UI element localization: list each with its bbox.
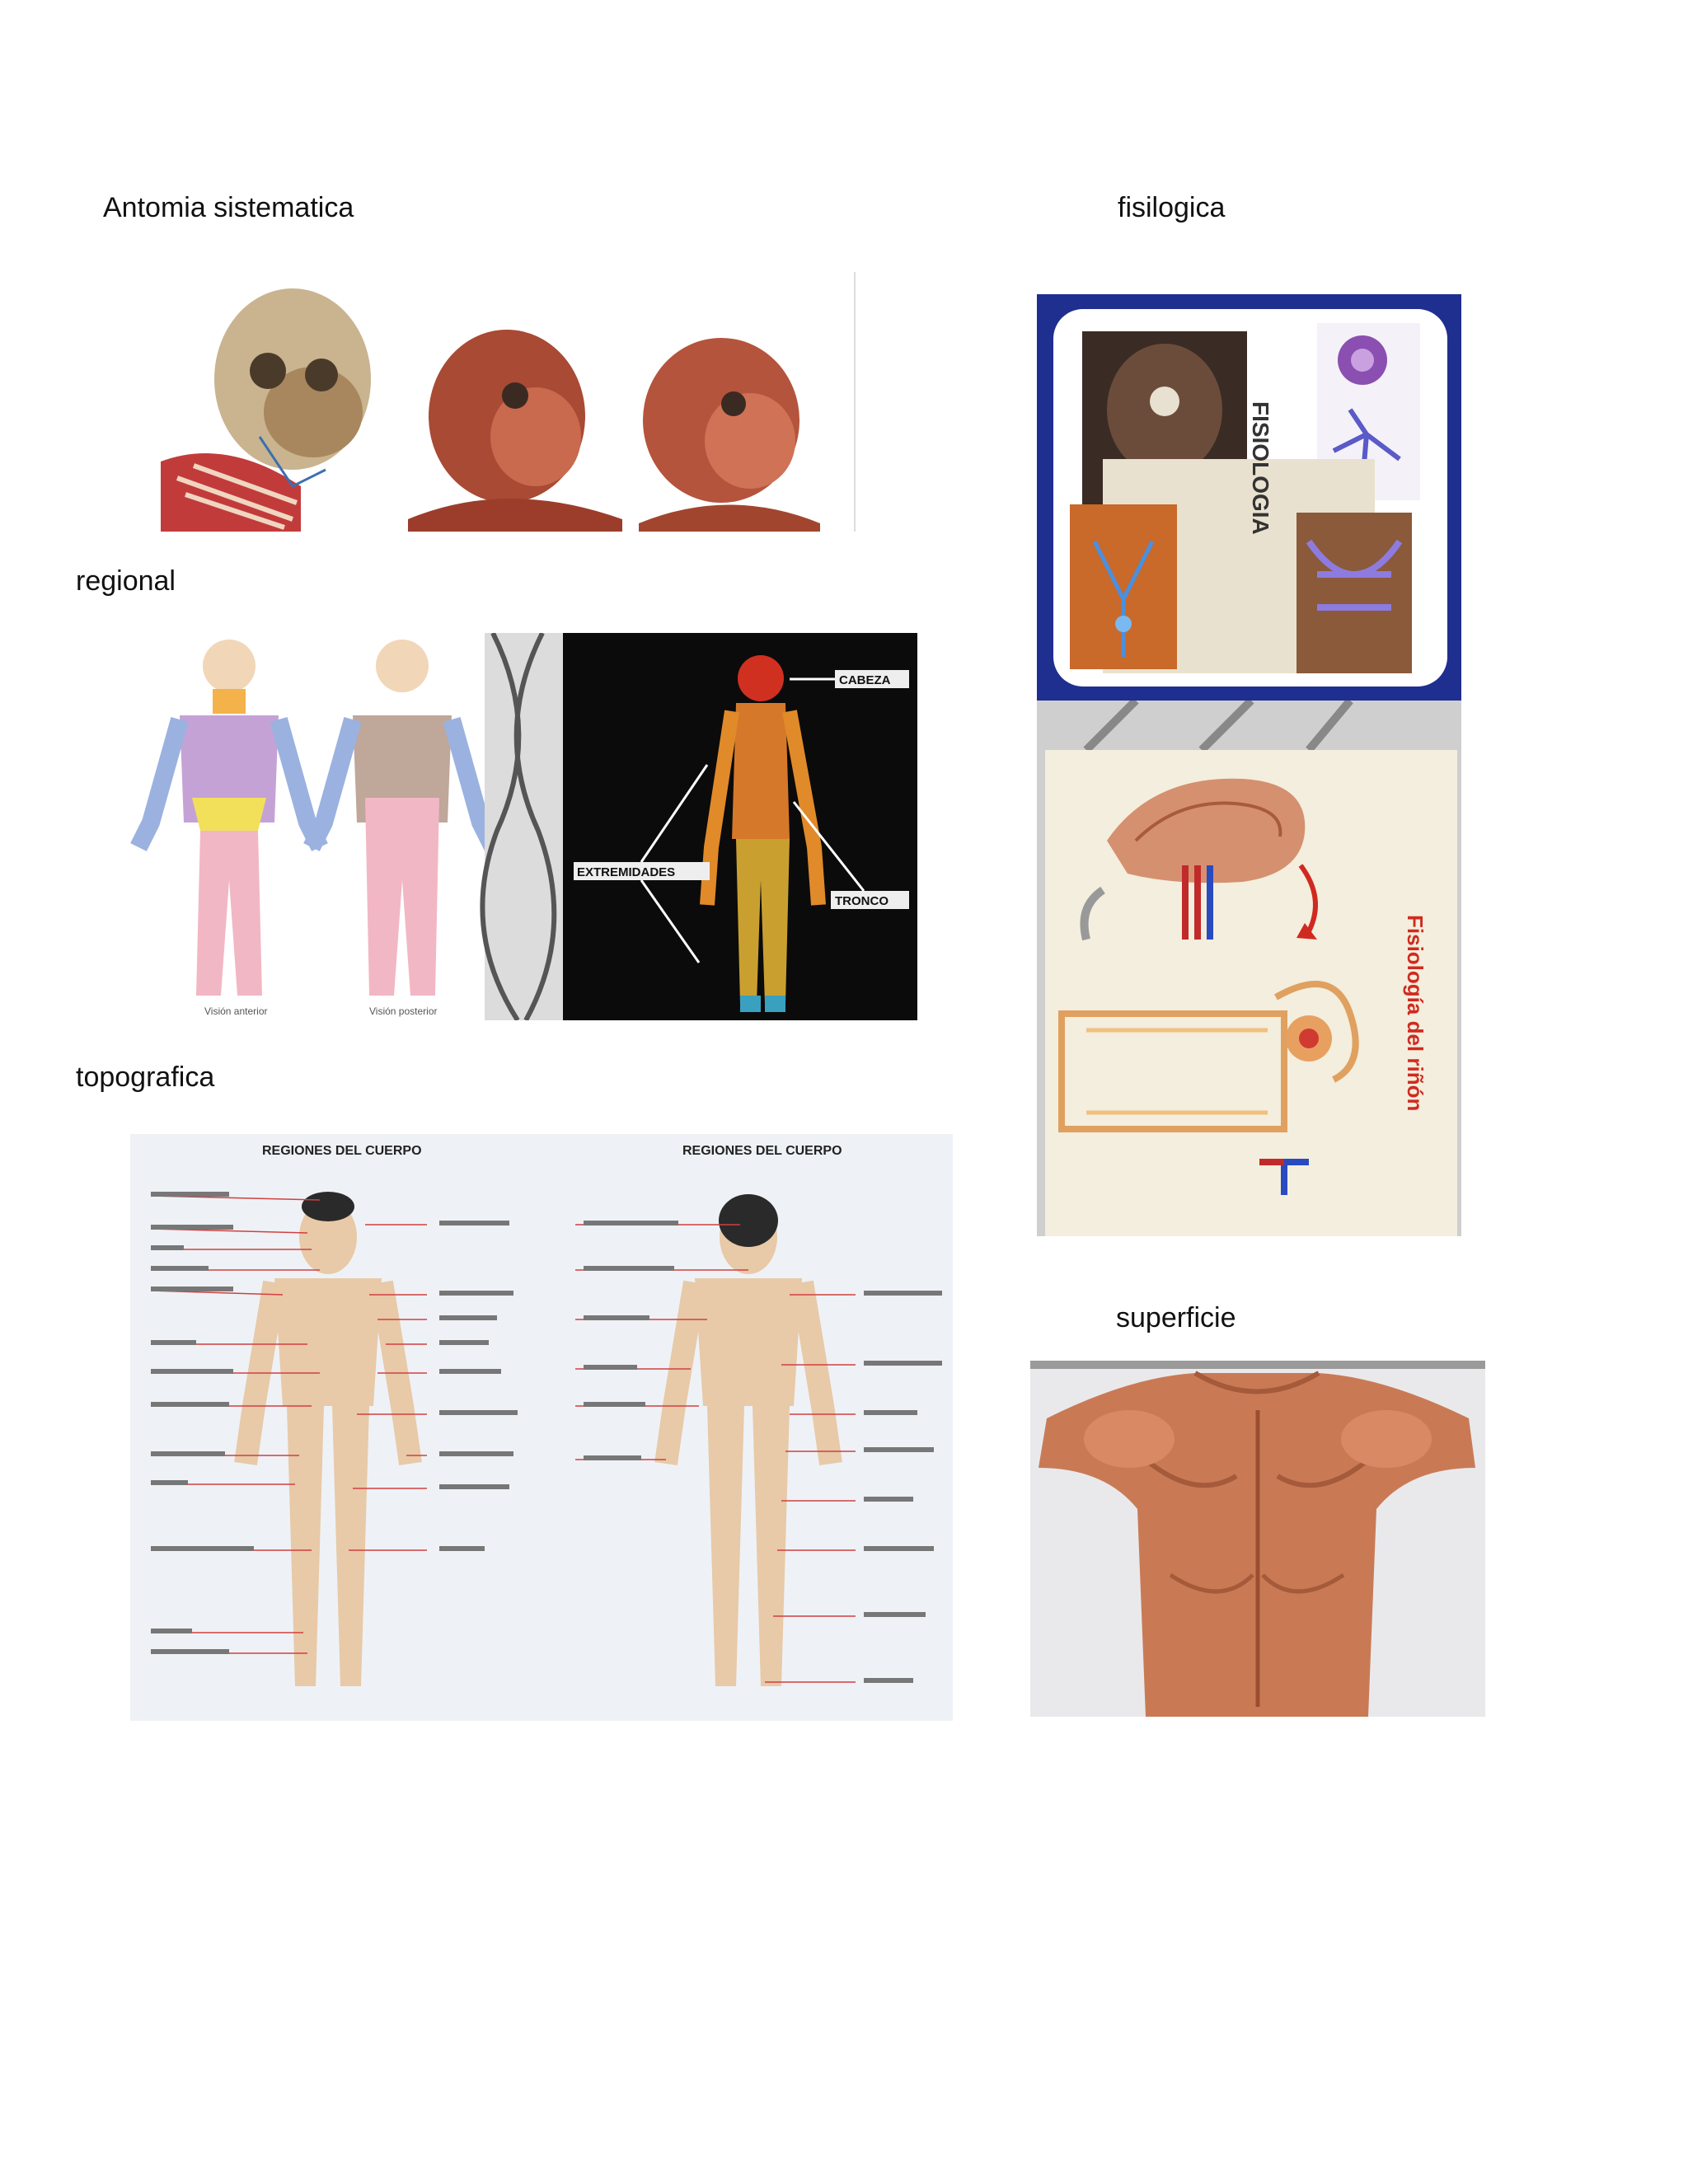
kidney-physiology-image: Fisiología del riñón xyxy=(1037,701,1461,1236)
systematic-anatomy-heads-image xyxy=(161,272,857,532)
heading-anatomia-sistematica: Antomia sistematica xyxy=(103,192,354,223)
heading-superficie: superficie xyxy=(1116,1302,1236,1333)
title-regiones-left: REGIONES DEL CUERPO xyxy=(262,1144,422,1158)
topographic-regions-image: REGIONES DEL CUERPO REGIONES DEL CUERPO xyxy=(130,1134,953,1721)
heading-regional: regional xyxy=(76,565,176,597)
heading-fisiologica: fisilogica xyxy=(1118,192,1226,223)
fisiologia-collage-image: FISIOLOGIA xyxy=(1037,294,1461,701)
caption-vision-posterior: Visión posterior xyxy=(369,1005,438,1017)
caption-vision-anterior: Visión anterior xyxy=(204,1005,268,1017)
kidney-physiology-title: Fisiología del riñón xyxy=(1403,915,1428,1111)
fisiologia-collage-title: FISIOLOGIA xyxy=(1248,401,1273,535)
label-cabeza: CABEZA xyxy=(839,673,891,687)
title-regiones-right: REGIONES DEL CUERPO xyxy=(682,1144,842,1158)
label-extremidades: EXTREMIDADES xyxy=(577,865,675,879)
surface-anatomy-back-image xyxy=(1030,1361,1485,1717)
heading-topografica: topografica xyxy=(76,1062,215,1093)
regional-anatomy-image: Visión anterior Visión posterior CABEZA … xyxy=(130,633,917,1020)
label-tronco: TRONCO xyxy=(835,894,889,908)
